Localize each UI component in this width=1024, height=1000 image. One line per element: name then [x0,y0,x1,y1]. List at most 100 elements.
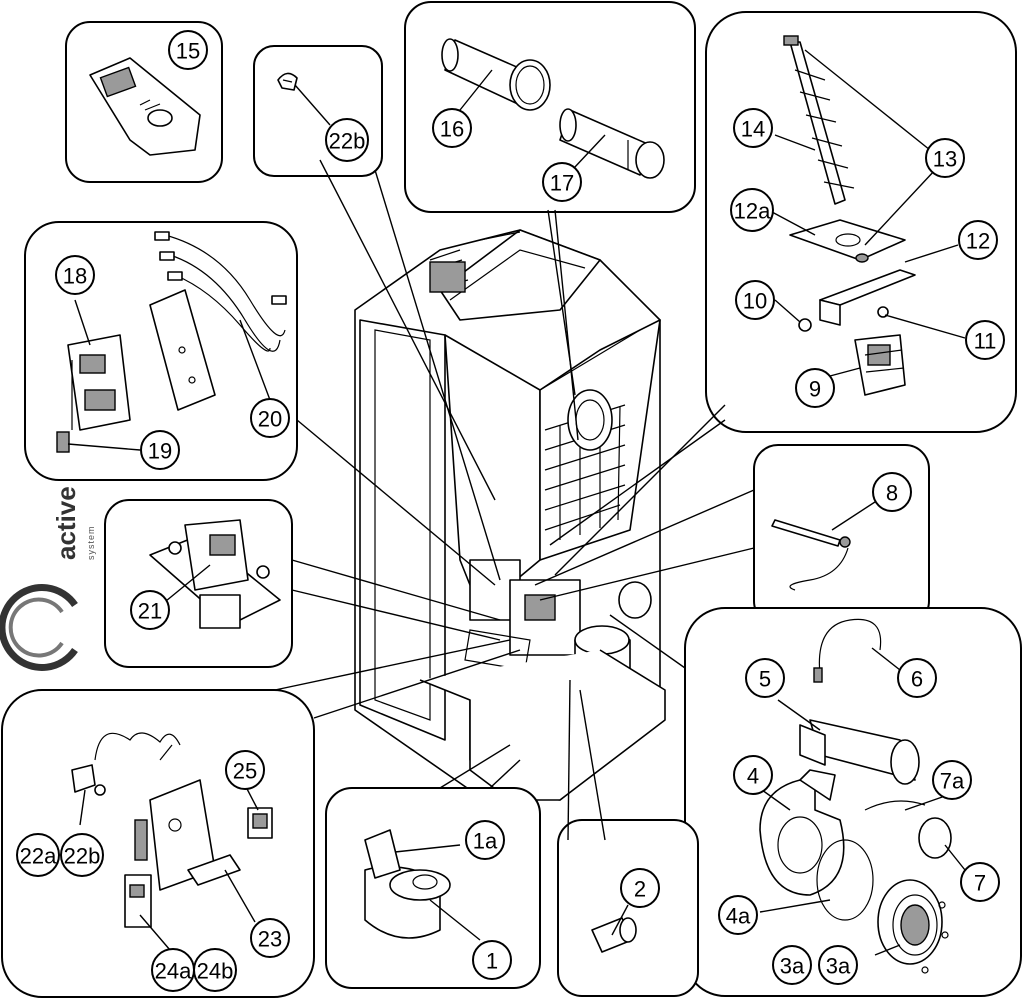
callout-circle [620,868,660,908]
callout-number: 22a [20,844,57,869]
callout-c2: 2 [620,868,660,908]
callout-number: 23 [258,927,282,952]
callout-circle [745,658,785,698]
auger-screw [783,35,855,205]
callout-c13: 13 [925,138,965,178]
callout-circle [325,118,369,162]
callout-circle [735,280,775,320]
callout-number: 17 [550,171,574,196]
callout-c5: 5 [745,658,785,698]
callout-number: 4a [726,904,751,929]
callout-c1a: 1a [465,820,505,860]
callout-c23: 23 [250,918,290,958]
panel-sleeve [557,819,699,997]
callout-circle [60,833,104,877]
callout-c7a: 7a [932,760,972,800]
callout-c15: 15 [168,30,208,70]
stove-body [354,229,666,801]
callout-c22b-bot: 22b [60,833,104,877]
callout-c17: 17 [542,162,582,202]
callout-c10: 10 [735,280,775,320]
callout-number: 4 [747,764,759,789]
callout-number: 5 [759,667,771,692]
gasket-4a [816,839,874,921]
callout-c19: 19 [140,430,180,470]
callout-c24a: 24a [151,948,195,992]
callout-number: 24a [155,959,192,984]
callout-c18: 18 [55,255,95,295]
callout-number: 2 [634,877,646,902]
callout-circle [542,162,582,202]
callout-circle [432,108,472,148]
callout-number: 20 [258,407,282,432]
panel-auger-assembly [705,11,1017,433]
panel-electronics [24,221,298,481]
callout-c24b: 24b [193,948,237,992]
callout-number: 18 [63,264,87,289]
fan-motor-3 [877,879,949,974]
callout-number: 16 [440,117,464,142]
auger-plate-12a [789,219,906,261]
callout-c6: 6 [897,658,937,698]
callout-circle [140,430,180,470]
callout-number: 25 [233,759,257,784]
callout-circle [795,368,835,408]
callout-circle [193,948,237,992]
callout-circle [872,472,912,512]
callout-circle [733,755,773,795]
callout-circle [718,895,758,935]
callout-circle [225,750,265,790]
mount-plate [149,289,216,411]
callout-circle [818,945,858,985]
callout-circle [130,590,170,630]
callout-c7: 7 [960,862,1000,902]
callout-circle [897,658,937,698]
callout-number: 15 [176,39,200,64]
callout-c8: 8 [872,472,912,512]
callout-number: 22b [64,844,101,869]
callout-c11: 11 [965,320,1005,360]
callout-number: 1 [486,949,498,974]
coil-cable [71,732,181,796]
callout-circle [772,945,812,985]
board-24 [124,874,152,928]
callout-number: 11 [974,329,997,354]
callout-circle [250,918,290,958]
motor-bracket-12 [798,253,916,332]
callout-c22a: 22a [16,833,60,877]
callout-circle [730,188,774,232]
callout-circle [472,940,512,980]
callout-number: 3a [826,954,851,979]
callout-number: 21 [138,599,162,624]
top-grille [429,231,521,293]
panel-probe [753,444,930,626]
callout-circle [168,30,208,70]
callout-circle [16,833,60,877]
tube-17 [559,108,665,179]
callout-c12a: 12a [730,188,774,232]
callout-circle [965,320,1005,360]
control-board-18 [67,334,131,431]
callout-number: 1a [473,829,498,854]
callout-circle [925,138,965,178]
callout-c3a-r: 3a [818,945,858,985]
callout-c1: 1 [472,940,512,980]
callout-c25: 25 [225,750,265,790]
pressure-switch-7 [864,800,952,859]
terminal-23 [187,854,241,886]
brand-logo: active system [0,486,96,671]
callout-number: 8 [886,481,898,506]
callout-number: 7a [940,769,965,794]
callout-circle [55,255,95,295]
callout-circle [465,820,505,860]
gear-motor-9 [854,334,906,396]
callout-c12: 12 [958,220,998,260]
callout-number: 22b [329,129,366,154]
callout-number: 10 [743,289,767,314]
callout-number: 6 [911,667,923,692]
callout-c14: 14 [733,108,773,148]
callout-c22b-top: 22b [325,118,369,162]
panel-fan-assembly [684,607,1022,997]
